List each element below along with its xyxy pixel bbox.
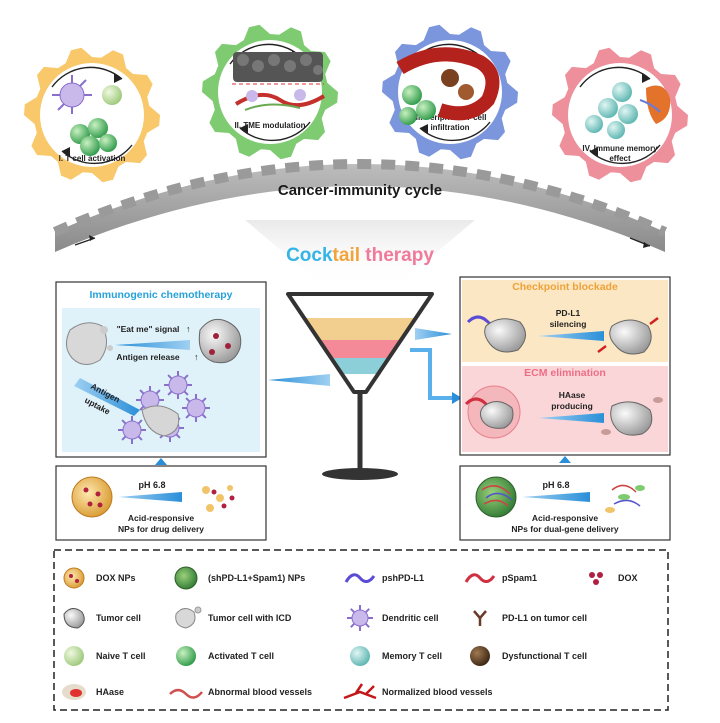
right-panel: Checkpoint blockade ECM elimination PD-L… xyxy=(459,276,671,541)
dendritic-cell xyxy=(118,416,146,444)
legend-label-1-3: PD-L1 on tumor cell xyxy=(502,613,587,623)
legend-icon-0-2 xyxy=(344,573,376,583)
gear-2-illustration xyxy=(232,52,326,111)
legend-icon-0-0 xyxy=(63,567,85,589)
gear-3-label-line2: infiltration xyxy=(430,123,469,132)
arrow-to-left-panel xyxy=(268,374,330,386)
arrow-to-checkpoint xyxy=(415,328,452,340)
legend-icon-1-3 xyxy=(473,610,487,626)
right-np-line1: Acid-responsive xyxy=(532,513,598,523)
legend-label-3-1: Abnormal blood vessels xyxy=(208,687,312,697)
gear-1-label-line1: I. T cell activation xyxy=(59,154,126,163)
left-panel: Immunogenic chemotherapy "Eat me" signal… xyxy=(55,281,267,541)
light-funnel xyxy=(245,220,475,290)
legend-label-1-1: Tumor cell with ICD xyxy=(208,613,292,623)
left-np-line2: NPs for drug delivery xyxy=(118,524,204,534)
legend-icon-2-3 xyxy=(470,646,490,666)
legend-icon-1-0 xyxy=(63,608,85,629)
legend-label-2-1: Activated T cell xyxy=(208,651,274,661)
dendritic-cell xyxy=(182,394,210,422)
legend-label-2-3: Dysfunctional T cell xyxy=(502,651,587,661)
legend-label-3-0: HAase xyxy=(96,687,124,697)
legend-icon-3-1 xyxy=(169,688,203,699)
antigen-release-label: Antigen release xyxy=(116,352,180,362)
svg-text:↑: ↑ xyxy=(186,324,191,334)
legend: DOX NPs (shPD-L1+Spam1) NPs pshPD-L1 pSpam1… xyxy=(53,549,669,711)
legend-icon-1-2 xyxy=(347,605,373,631)
svg-text:↑: ↑ xyxy=(194,352,199,362)
gear-4-label-line2: effect xyxy=(609,154,631,163)
right-np-line2: NPs for dual-gene delivery xyxy=(511,524,618,534)
legend-label-0-4: DOX xyxy=(618,573,638,583)
gear-stage-1: I. T cell activation xyxy=(24,47,160,183)
cocktail-title-part2: tail xyxy=(333,245,360,266)
ecm-title: ECM elimination xyxy=(524,367,606,379)
cocktail-title: Cocktail therapy xyxy=(286,245,434,266)
legend-icon-2-0 xyxy=(64,646,84,666)
legend-icon-1-1 xyxy=(175,606,202,629)
gear-4-illustration xyxy=(585,82,671,139)
legend-label-0-2: pshPD-L1 xyxy=(382,573,424,583)
legend-label-0-3: pSpam1 xyxy=(502,573,537,583)
cocktail-glass xyxy=(286,292,434,480)
cocktail-title-part3: therapy xyxy=(360,245,434,266)
legend-label-1-0: Tumor cell xyxy=(96,613,141,623)
cycle-arc: Cancer-immunity cycle xyxy=(52,159,668,252)
arrow-to-ecm xyxy=(410,348,452,400)
haase-line1: HAase xyxy=(559,390,586,400)
legend-label-2-0: Naive T cell xyxy=(96,651,146,661)
legend-icon-0-1 xyxy=(174,566,198,590)
legend-label-0-1: (shPD-L1+Spam1) NPs xyxy=(208,573,305,583)
left-np-ph: pH 6.8 xyxy=(138,480,165,490)
cocktail-title-part1: Cock xyxy=(286,245,333,266)
gear-stage-2: II. TME modulation xyxy=(202,24,338,160)
legend-icon-0-4 xyxy=(589,572,603,585)
legend-icon-2-1 xyxy=(176,646,196,666)
legend-icon-2-2 xyxy=(350,646,370,666)
pdl1-line2: silencing xyxy=(550,319,587,329)
checkpoint-title: Checkpoint blockade xyxy=(512,281,618,293)
cycle-title: Cancer-immunity cycle xyxy=(278,182,442,199)
gear-2-label-line1: II. TME modulation xyxy=(234,121,305,130)
legend-icon-0-3 xyxy=(464,573,496,583)
dendritic-cell xyxy=(164,371,192,399)
gear-1-illustration xyxy=(52,75,122,156)
legend-label-0-0: DOX NPs xyxy=(96,573,136,583)
left-np-line1: Acid-responsive xyxy=(128,513,194,523)
legend-label-3-2: Normalized blood vessels xyxy=(382,687,493,697)
eat-me-label: "Eat me" signal xyxy=(117,324,180,334)
haase-line2: producing xyxy=(551,401,593,411)
left-panel-title: Immunogenic chemotherapy xyxy=(90,289,233,301)
pdl1-line1: PD-L1 xyxy=(556,308,581,318)
legend-label-2-2: Memory T cell xyxy=(382,651,442,661)
gear-3-illustration xyxy=(396,47,500,125)
legend-icon-3-0 xyxy=(62,684,86,700)
gear-4-label-line1: IV. Immune memory xyxy=(582,144,658,153)
dendritic-cell xyxy=(136,386,164,414)
tumor-cell-icd xyxy=(141,405,180,437)
legend-label-1-2: Dendritic cell xyxy=(382,613,439,623)
right-np-ph: pH 6.8 xyxy=(542,480,569,490)
legend-icon-3-2 xyxy=(343,683,377,700)
